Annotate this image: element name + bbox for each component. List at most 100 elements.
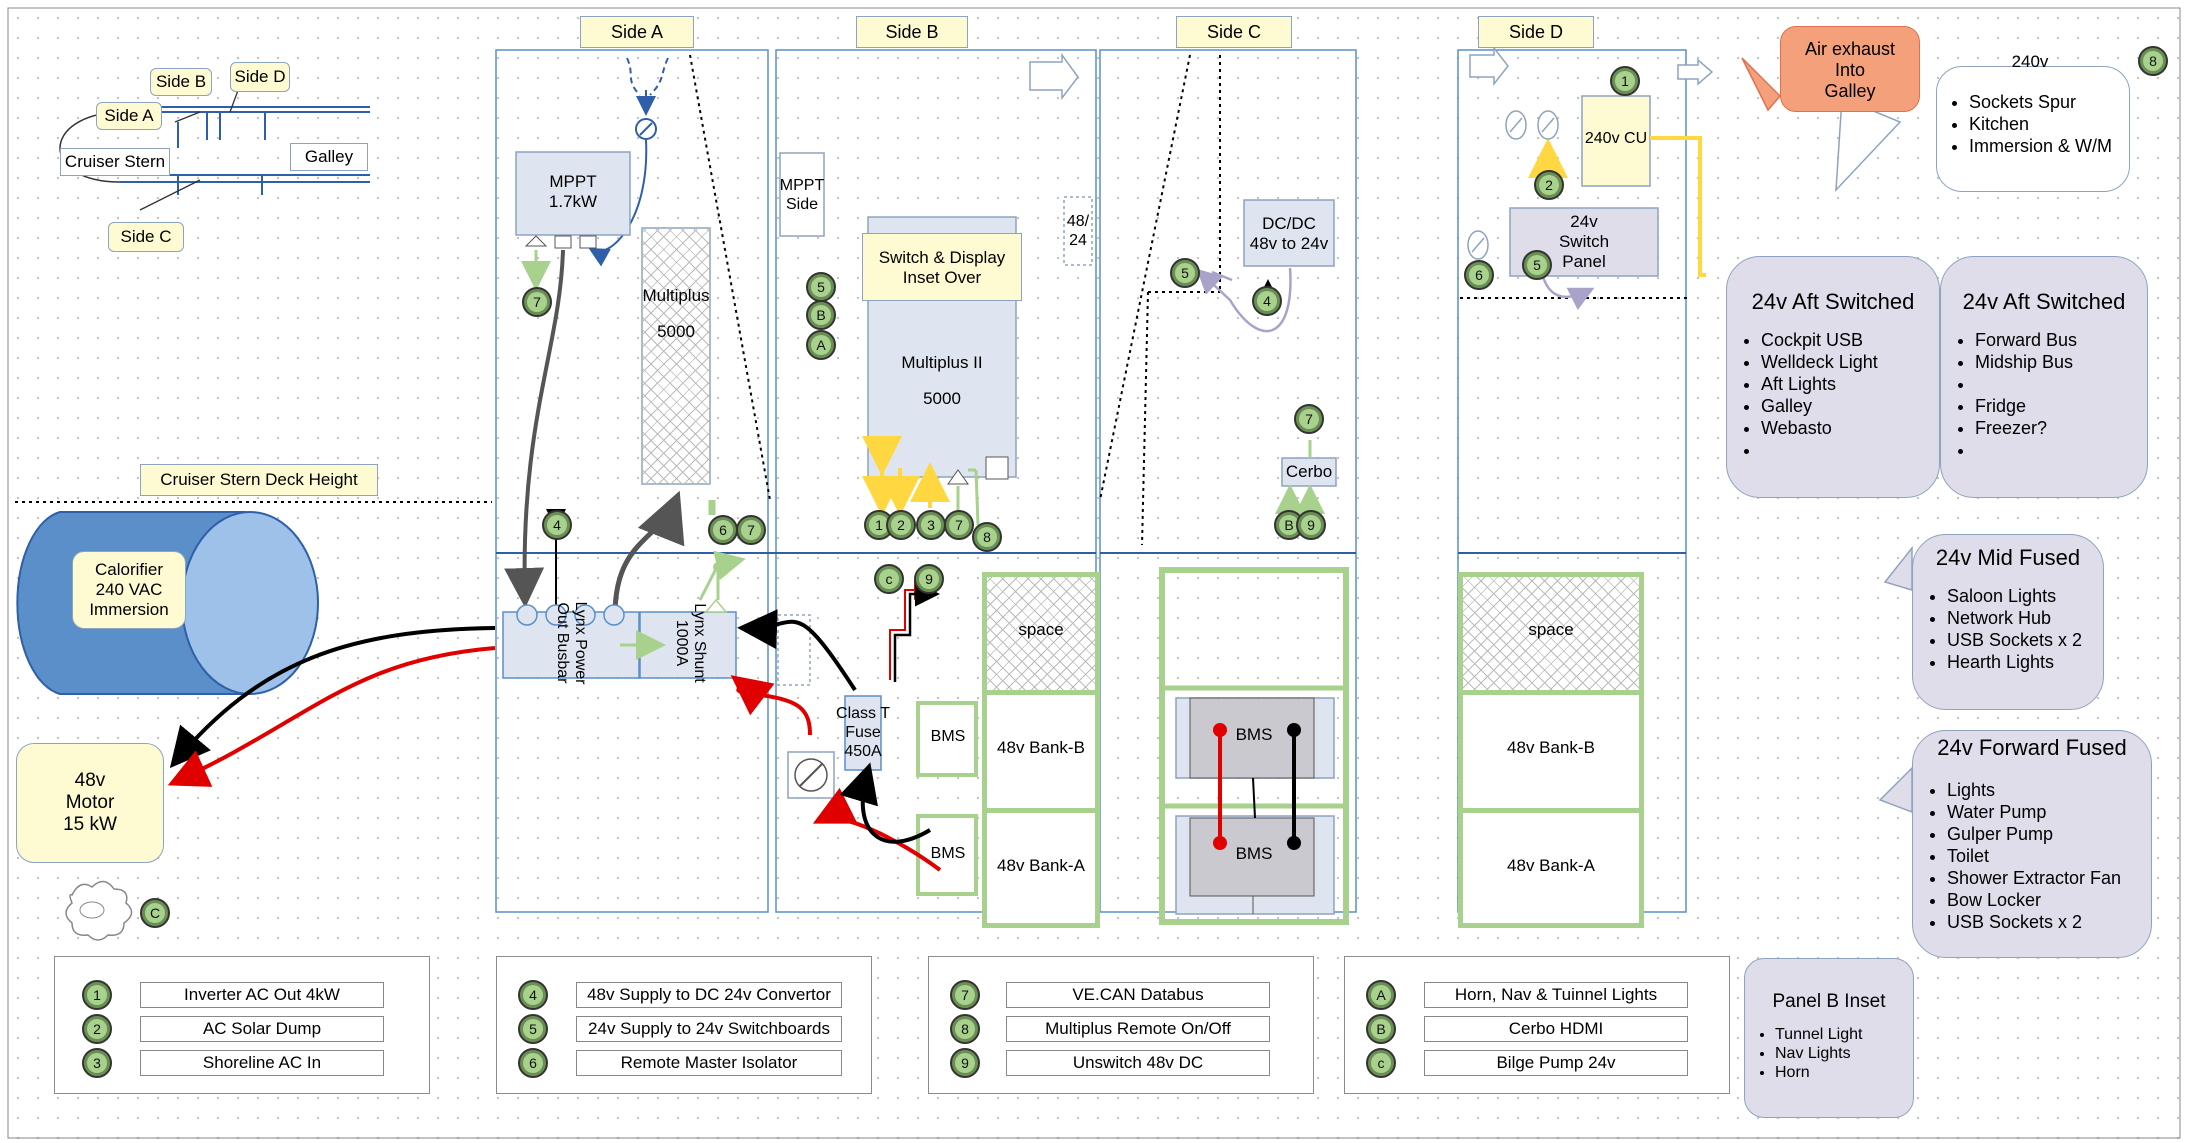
fwd-item-7: USB Sockets x 2 <box>1947 911 2151 933</box>
badge-b-A: A <box>806 330 836 360</box>
bank-b-48v-a-label: 48v Bank-A <box>997 856 1085 875</box>
legend-text-5: 24v Supply to 24v Switchboards <box>576 1016 842 1042</box>
spur-item-3: Immersion & W/M <box>1969 135 2129 157</box>
bank-b-space <box>982 572 1100 696</box>
legend-text-c: Bilge Pump 24v <box>1424 1050 1688 1076</box>
bms-b-top: BMS <box>930 728 966 745</box>
mid-item-2: Network Hub <box>1947 607 2103 629</box>
bank-d-48v-a-label: 48v Bank-A <box>1507 856 1595 875</box>
legend-text-8: Multiplus Remote On/Off <box>1006 1016 1270 1042</box>
motor-line2: Motor <box>65 792 115 813</box>
badge-b-2: 2 <box>886 510 916 540</box>
motor-box[interactable]: 48v Motor 15 kW <box>16 743 164 863</box>
bank-b-space-label: space <box>1018 620 1064 639</box>
aft1-item-1: Cockpit USB <box>1761 329 1939 351</box>
fwd-item-2: Water Pump <box>1947 801 2151 823</box>
spur-item-1: Sockets Spur <box>1969 91 2129 113</box>
cerbo-label: Cerbo <box>1285 462 1333 481</box>
mini-map-galley: Galley <box>290 143 368 171</box>
forward-fused-title: 24v Forward Fused <box>1937 735 2127 760</box>
badge-b-7: 7 <box>944 510 974 540</box>
panel-b-callout: Panel B Inset Tunnel Light Nav Lights Ho… <box>1744 958 1914 1118</box>
calorifier-label: Calorifier 240 VAC Immersion <box>72 551 186 629</box>
aft-switched-1-title: 24v Aft Switched <box>1751 289 1915 314</box>
motor-line1: 48v <box>74 770 106 791</box>
aft1-item-3: Aft Lights <box>1761 373 1939 395</box>
bank-b-48v-b[interactable] <box>982 690 1100 816</box>
multiplus-a-hatch <box>643 229 710 484</box>
mid-item-3: USB Sockets x 2 <box>1947 629 2103 651</box>
motor-badge: C <box>140 898 170 928</box>
deck-height-label: Cruiser Stern Deck Height <box>140 464 378 496</box>
bank-d-48v-a[interactable] <box>1458 808 1644 928</box>
side-a-tab[interactable]: Side A <box>580 16 694 48</box>
badge-b-1: 1 <box>864 510 894 540</box>
legend-badge-A: A <box>1366 980 1396 1010</box>
panelb-item-2: Nav Lights <box>1775 1044 1913 1063</box>
legend-badge-c: c <box>1366 1048 1396 1078</box>
aft2-item-2: Midship Bus <box>1975 351 2147 373</box>
aft2-item-6 <box>1975 439 2147 461</box>
badge-b-8: 8 <box>972 522 1002 552</box>
badge-a-6: 6 <box>708 515 738 545</box>
legend-text-3: Shoreline AC In <box>140 1050 384 1076</box>
badge-a-7b: 7 <box>736 515 766 545</box>
badge-b-5: 5 <box>806 272 836 302</box>
aft2-item-3 <box>1975 373 2147 395</box>
bms-c-bottom: BMS <box>1235 844 1273 863</box>
v48-24-label: 48/24 <box>1066 213 1090 249</box>
legend-badge-4: 4 <box>518 980 548 1010</box>
badge-d-6: 6 <box>1464 260 1494 290</box>
legend-text-B: Cerbo HDMI <box>1424 1016 1688 1042</box>
legend-badge-5: 5 <box>518 1014 548 1044</box>
badge-b-3: 3 <box>916 510 946 540</box>
badge-b-B: B <box>806 300 836 330</box>
aft2-item-5: Freezer? <box>1975 417 2147 439</box>
side-d-tab[interactable]: Side D <box>1478 16 1594 48</box>
badge-c-9: 9 <box>1296 510 1326 540</box>
mid-item-1: Saloon Lights <box>1947 585 2103 607</box>
mini-map-side-b: Side B <box>150 68 212 96</box>
badge-d-1: 1 <box>1610 66 1640 96</box>
bank-d-space <box>1458 572 1644 696</box>
bms-b-bottom: BMS <box>930 845 966 862</box>
fwd-item-4: Toilet <box>1947 845 2151 867</box>
badge-d-2: 2 <box>1534 170 1564 200</box>
badge-b-9: 9 <box>914 564 944 594</box>
aft1-item-5: Webasto <box>1761 417 1939 439</box>
bank-b-48v-a[interactable] <box>982 808 1100 928</box>
fwd-item-1: Lights <box>1947 779 2151 801</box>
fwd-item-6: Bow Locker <box>1947 889 2151 911</box>
mini-map-side-d: Side D <box>230 62 290 92</box>
legend-badge-3: 3 <box>82 1048 112 1078</box>
calorifier-line2: 240 VAC <box>95 580 163 599</box>
badge-c-4: 4 <box>1252 286 1282 316</box>
legend-text-9: Unswitch 48v DC <box>1006 1050 1270 1076</box>
panelb-item-3: Horn <box>1775 1063 1913 1082</box>
legend-badge-1: 1 <box>82 980 112 1010</box>
calorifier-line3: Immersion <box>89 600 169 619</box>
calorifier-line1: Calorifier <box>94 560 164 579</box>
side-b-tab[interactable]: Side B <box>856 16 968 48</box>
cu-label: 240v CU <box>1584 130 1648 147</box>
spur-callout: Sockets Spur Kitchen Immersion & W/M <box>1936 66 2130 192</box>
lynx-shunt-label: Lynx Shunt 1000A <box>673 603 708 683</box>
badge-a-7: 7 <box>522 287 552 317</box>
mini-map-side-a: Side A <box>96 102 162 130</box>
aft2-item-1: Forward Bus <box>1975 329 2147 351</box>
aft-switched-2-title: 24v Aft Switched <box>1962 289 2126 314</box>
legend-text-4: 48v Supply to DC 24v Convertor <box>576 982 842 1008</box>
bank-b-48v-b-label: 48v Bank-B <box>997 738 1085 757</box>
aft-switched-1-callout: 24v Aft Switched Cockpit USB Welldeck Li… <box>1726 256 1940 498</box>
legend-badge-2: 2 <box>82 1014 112 1044</box>
aft2-item-4: Fridge <box>1975 395 2147 417</box>
side-c-tab[interactable]: Side C <box>1176 16 1292 48</box>
